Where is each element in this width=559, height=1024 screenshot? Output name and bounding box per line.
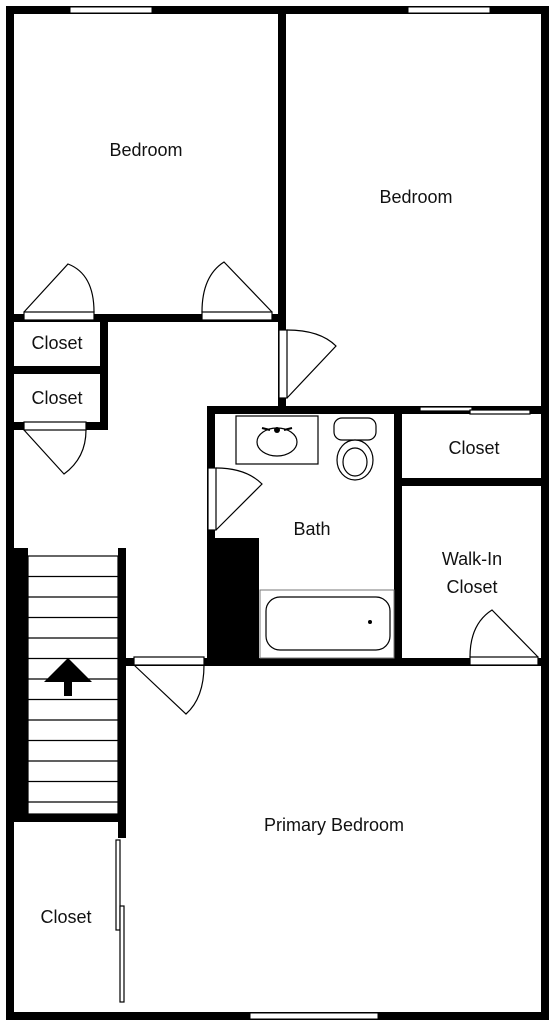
walls <box>6 6 549 1020</box>
wall-closet-walkin <box>394 478 549 486</box>
wall-bath-top <box>207 406 549 414</box>
door-primary <box>133 656 205 715</box>
stairs <box>27 555 119 815</box>
doors <box>23 261 539 1003</box>
wall-bath-right <box>394 406 402 666</box>
wall-right-lower <box>541 658 549 1020</box>
door-bedroom1-left <box>23 263 95 321</box>
label-closet-3: Closet <box>448 438 499 458</box>
sink-icon <box>235 415 319 465</box>
door-sliding-closet <box>419 406 531 415</box>
room-labels: Bedroom Bedroom Closet Closet Closet Bat… <box>31 140 502 927</box>
up-arrow-icon <box>44 658 92 696</box>
label-primary-bedroom: Primary Bedroom <box>264 815 404 835</box>
label-walkin-2: Closet <box>446 577 497 597</box>
wall-bedroom1-bottom <box>6 314 286 322</box>
wall-left <box>6 6 14 1020</box>
label-bath: Bath <box>293 519 330 539</box>
wall-bath-left <box>207 406 215 666</box>
door-closet-bottom <box>115 839 125 1003</box>
window-primary <box>249 1012 379 1020</box>
window-bedroom2 <box>407 6 491 14</box>
wall-primary-top <box>118 658 549 666</box>
label-bedroom-2: Bedroom <box>379 187 452 207</box>
door-bedroom2 <box>278 329 337 399</box>
label-walkin-1: Walk-In <box>442 549 502 569</box>
wall-right <box>541 6 549 666</box>
door-closet-left <box>23 421 87 475</box>
stair-treads <box>28 575 118 803</box>
door-walkin <box>469 609 539 666</box>
wall-stairs-left <box>6 548 28 820</box>
toilet-icon <box>333 417 377 481</box>
wall-stairs-right <box>118 548 126 838</box>
wall-closet-mid <box>6 366 108 374</box>
wall-stairs-bottom <box>6 814 126 822</box>
label-closet-1: Closet <box>31 333 82 353</box>
label-closet-2: Closet <box>31 388 82 408</box>
bathtub-icon <box>259 589 395 659</box>
label-closet-4: Closet <box>40 907 91 927</box>
window-bedroom1 <box>69 6 153 14</box>
wall-bath-block <box>215 538 259 658</box>
label-bedroom-1: Bedroom <box>109 140 182 160</box>
door-bath <box>207 467 263 531</box>
wall-bedroom-divider <box>278 6 286 322</box>
windows <box>69 6 491 1020</box>
door-bedroom1-right <box>201 261 273 321</box>
wall-top <box>6 6 548 14</box>
